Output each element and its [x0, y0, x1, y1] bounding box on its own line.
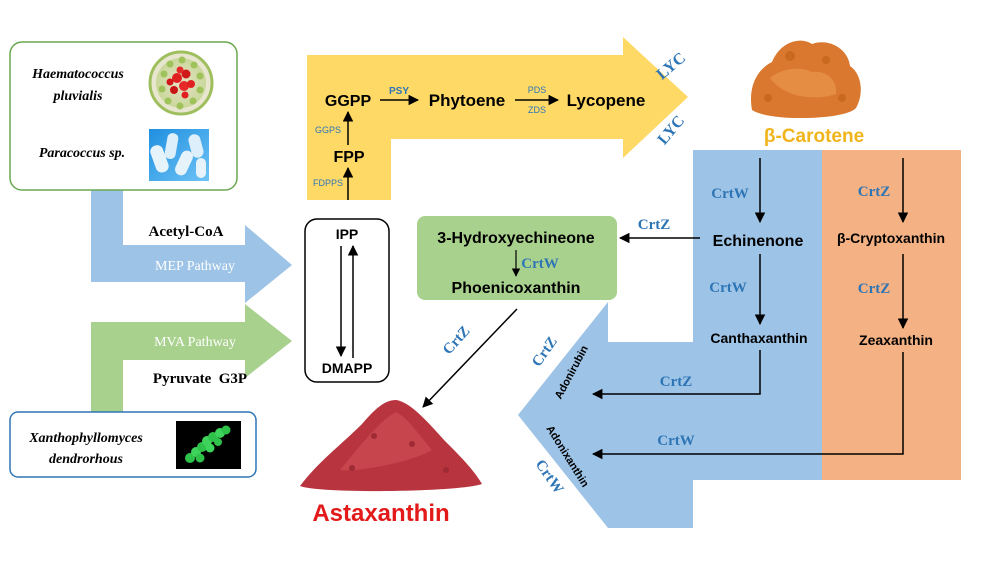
ggps-enzyme-label: GGPS — [315, 125, 341, 135]
big-left-arrow — [518, 302, 693, 528]
fdpps-enzyme-label: FDPPS — [313, 178, 343, 188]
mva-pathway-arrow — [91, 304, 292, 412]
zds-enzyme-label: ZDS — [528, 105, 546, 115]
lycopene-yellow-arrow — [307, 37, 688, 200]
paracoccus-bacteria-image — [149, 129, 209, 181]
crtw-green-box-label: CrtW — [521, 256, 559, 272]
crtz-to-hydroxyechineone-label: CrtZ — [638, 217, 671, 233]
psy-enzyme-label: PSY — [389, 86, 409, 97]
crtz-to-adonirubin-label: CrtZ — [660, 374, 693, 390]
ipp-dmapp-box — [304, 218, 390, 383]
crtw-enzyme-label-2: CrtW — [709, 280, 747, 296]
ggpp-label: GGPP — [325, 93, 372, 110]
hydroxyechineone-label: 3-Hydroxyechineone — [437, 230, 594, 247]
pyruvate-g3p-label: Pyruvate G3P — [153, 371, 247, 387]
xanthophyllomyces-label-line1: Xanthophyllomyces — [28, 431, 143, 446]
crtz-to-astaxanthin-label: CrtZ — [440, 323, 474, 358]
phoenicoxanthin-to-astaxanthin-arrow — [422, 308, 518, 408]
dmapp-label: DMAPP — [322, 360, 373, 376]
pds-enzyme-label: PDS — [528, 85, 547, 95]
echinenone-label: Echinenone — [713, 233, 804, 250]
zeaxanthin-branch-panel — [822, 150, 961, 480]
phytoene-label: Phytoene — [429, 91, 506, 110]
crtz-enzyme-label-2: CrtZ — [858, 281, 891, 297]
xanthophyllomyces-label-line2: dendrorhous — [49, 452, 123, 467]
crtz-big-arrow-label: CrtZ — [529, 334, 561, 370]
beta-cryptoxanthin-label: β-Cryptoxanthin — [837, 230, 945, 246]
haematococcus-cell-image — [148, 50, 214, 116]
astaxanthin-label: Astaxanthin — [312, 500, 449, 527]
haematococcus-label-line2: pluvialis — [52, 89, 103, 104]
ipp-label: IPP — [336, 226, 359, 242]
crtw-to-adonixanthin-label: CrtW — [657, 433, 695, 449]
lycopene-label: Lycopene — [567, 91, 646, 110]
haematococcus-label-line1: Haematococcus — [31, 67, 124, 82]
crtw-enzyme-label-1: CrtW — [711, 186, 749, 202]
fpp-label: FPP — [333, 149, 364, 166]
mep-pathway-arrow — [91, 183, 292, 303]
acetyl-coa-label: Acetyl-CoA — [149, 224, 224, 240]
zeaxanthin-to-adonixanthin-arrow — [591, 352, 904, 460]
green-intermediate-box — [417, 216, 617, 300]
mva-pathway-label: MVA Pathway — [154, 335, 236, 350]
mep-pathway-label: MEP Pathway — [155, 259, 235, 274]
beta-carotene-powder-image — [750, 40, 861, 119]
paracoccus-label: Paracoccus sp. — [39, 146, 125, 161]
xanthophyllomyces-yeast-image — [176, 421, 241, 469]
zeaxanthin-label: Zeaxanthin — [859, 332, 933, 348]
phoenicoxanthin-label: Phoenicoxanthin — [452, 280, 581, 297]
crtz-enzyme-label-1: CrtZ — [858, 184, 891, 200]
canthaxanthin-label: Canthaxanthin — [710, 330, 807, 346]
beta-carotene-label: β-Carotene — [764, 126, 864, 147]
astaxanthin-powder-image — [300, 400, 482, 492]
canthaxanthin-to-adonirubin-arrow — [591, 350, 761, 400]
